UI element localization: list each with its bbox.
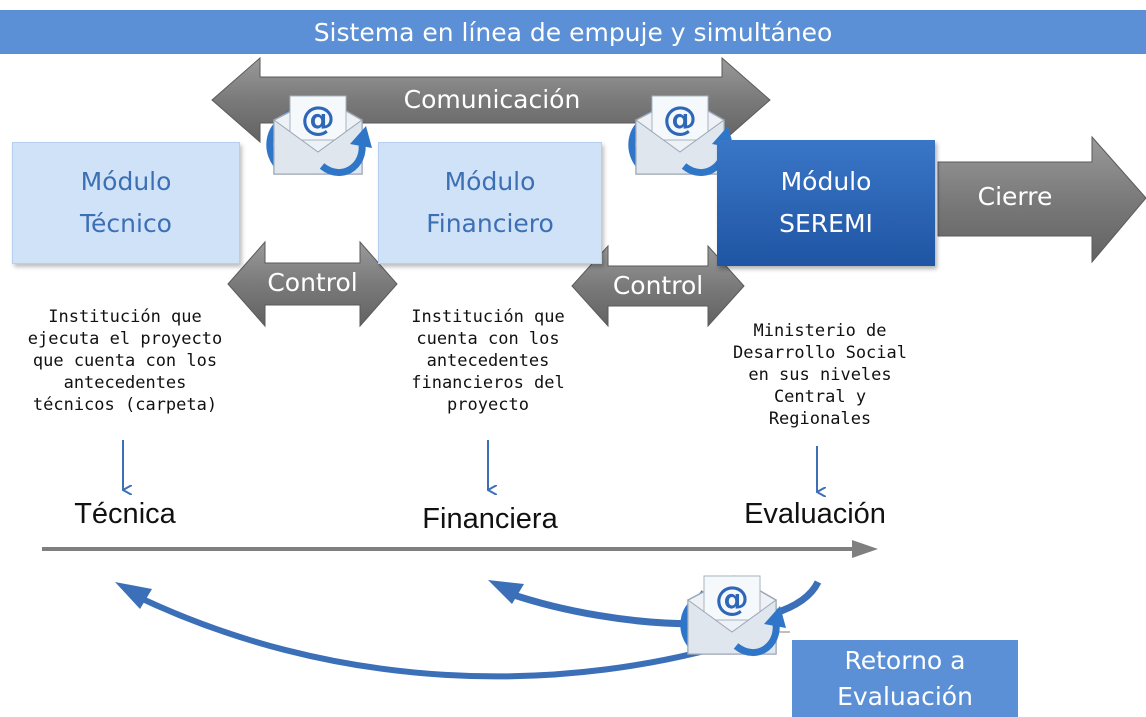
return-arrowhead-tecnica	[115, 582, 152, 609]
closing-label: Cierre	[977, 182, 1053, 211]
module-seremi: Módulo SEREMI	[717, 140, 935, 266]
return-to-evaluation-box: Retorno a Evaluación	[792, 640, 1018, 717]
module-financiero-line2: Financiero	[426, 209, 554, 238]
email-icon: @	[266, 95, 372, 176]
control-arrow-2	[571, 244, 745, 328]
banner-title: Sistema en línea de empuje y simultáneo	[313, 17, 833, 47]
module-seremi-line2: SEREMI	[779, 209, 873, 238]
description-financiero: Institución que cuenta con los anteceden…	[411, 307, 565, 415]
closing-arrow	[937, 135, 1146, 264]
return-line1: Retorno a	[844, 645, 966, 675]
module-tecnico-line2: Técnico	[80, 209, 172, 238]
timeline-arrowhead	[852, 540, 878, 558]
module-tecnico-line1: Módulo	[80, 167, 172, 196]
svg-text:@: @	[715, 579, 749, 619]
return-line2: Evaluación	[837, 681, 973, 711]
svg-text:@: @	[301, 99, 335, 139]
module-financiero: Módulo Financiero	[378, 142, 602, 264]
description-seremi: Ministerio de Desarrollo Social en sus n…	[733, 321, 907, 429]
control-arrow-1	[227, 240, 398, 328]
phase-financiera: Financiera	[422, 503, 558, 535]
control-label-1: Control	[267, 268, 358, 297]
phase-evaluacion: Evaluación	[744, 498, 886, 530]
title-banner: Sistema en línea de empuje y simultáneo	[0, 10, 1146, 54]
module-financiero-line1: Módulo	[444, 167, 536, 196]
return-arrowhead-financiera	[488, 580, 524, 604]
module-seremi-line1: Módulo	[780, 167, 872, 196]
email-icon: @	[628, 95, 734, 176]
phase-tecnica: Técnica	[74, 498, 176, 530]
communication-label: Comunicación	[403, 85, 581, 114]
return-arrow-to-tecnica	[130, 591, 761, 680]
svg-text:@: @	[663, 99, 697, 139]
module-tecnico: Módulo Técnico	[12, 142, 240, 264]
description-tecnico: Institución que ejecuta el proyecto que …	[27, 307, 223, 415]
control-label-2: Control	[612, 271, 704, 300]
email-icon: @	[680, 575, 786, 656]
